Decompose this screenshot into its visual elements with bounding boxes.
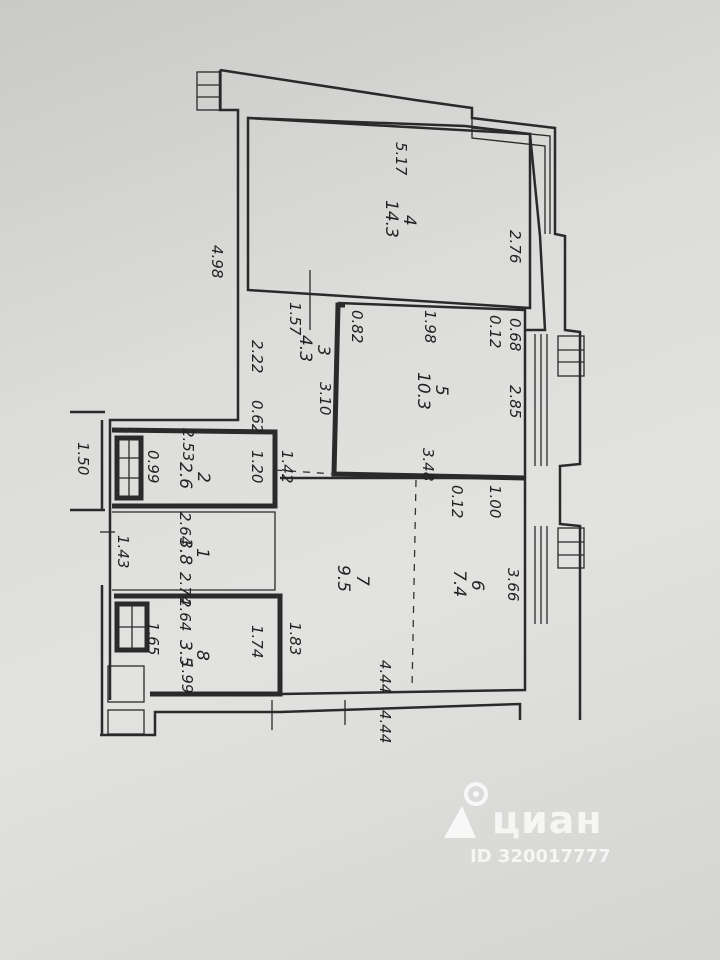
room-1-area: 3.8 — [175, 538, 195, 565]
dim-0-62: 0.62 — [248, 400, 266, 433]
room-5-number: 5 — [431, 385, 451, 396]
watermark-id: ID 320017777 — [470, 846, 611, 867]
watermark-brand: циан — [492, 798, 603, 842]
room-1-number: 1 — [192, 548, 212, 559]
dim-3-66: 3.66 — [504, 568, 522, 601]
room-2-area: 2.6 — [175, 462, 195, 489]
dim-5-17: 5.17 — [392, 142, 410, 176]
room-7-area: 9.5 — [333, 565, 353, 592]
outer-walls — [70, 68, 582, 737]
bath-fixtures — [107, 435, 150, 735]
cian-watermark: циан ID 320017777 — [440, 780, 670, 880]
dim-4-98: 4.98 — [208, 245, 226, 278]
dimension-ticks — [100, 270, 346, 730]
dim-0-82: 0.82 — [348, 310, 366, 343]
dim-1-50: 1.50 — [74, 442, 92, 475]
room-3-area: 4.3 — [295, 335, 315, 362]
room-3-7-divider — [274, 469, 336, 475]
dim-1-99: 1.99 — [178, 660, 196, 693]
room-4-area: 14.3 — [381, 200, 401, 238]
dim-1-74: 1.74 — [248, 625, 266, 658]
room-5-outline — [337, 301, 527, 478]
room-5-area: 10.3 — [413, 372, 433, 410]
dim-2-53: 2.53 — [179, 428, 197, 461]
dim-2-74: 2.74 — [176, 572, 194, 605]
dim-3-10: 3.10 — [316, 382, 334, 415]
dim-4-44-a: 4.44 — [376, 660, 394, 693]
cian-logo-icon — [444, 782, 488, 838]
dim-2-85: 2.85 — [506, 385, 524, 418]
dim-1-42: 1.42 — [278, 450, 296, 483]
room-6-area: 7.4 — [449, 570, 469, 597]
room-7-6-outline — [279, 476, 527, 696]
windows — [196, 71, 585, 624]
dim-1-65: 1.65 — [144, 622, 162, 655]
room-8-outline — [114, 593, 283, 697]
dim-0-12-a: 0.12 — [486, 315, 504, 348]
dim-2-64-a: 2.64 — [176, 512, 194, 545]
room-7-6-divider — [411, 479, 417, 691]
dim-2-22: 2.22 — [248, 340, 266, 373]
dim-1-83: 1.83 — [286, 622, 304, 655]
dim-1-20: 1.20 — [248, 450, 266, 483]
dim-4-44-b: 4.44 — [376, 710, 394, 743]
dim-1-57: 1.57 — [286, 302, 304, 336]
room-3-number: 3 — [313, 345, 333, 356]
dim-2-76: 2.76 — [506, 230, 524, 263]
dim-1-98: 1.98 — [421, 310, 439, 343]
dim-1-00: 1.00 — [486, 485, 504, 518]
room-2-outline — [111, 427, 278, 509]
dim-0-12-b: 0.12 — [448, 485, 466, 518]
dim-2-64-b: 2.64 — [176, 598, 194, 631]
room-4-number: 4 — [399, 215, 419, 226]
room-4-outline — [246, 116, 532, 310]
dim-0-68: 0.68 — [506, 318, 524, 351]
room-1-outline — [112, 511, 276, 591]
dim-3-48: 3.48 — [419, 448, 437, 481]
room-2-number: 2 — [193, 472, 213, 483]
room-8-number: 8 — [192, 650, 212, 661]
room-7-number: 7 — [352, 575, 372, 586]
dim-0-99: 0.99 — [144, 450, 162, 483]
room-6-number: 6 — [467, 580, 487, 591]
room-5-wall-left — [331, 302, 526, 481]
dim-1-43: 1.43 — [114, 535, 132, 568]
room-8-area: 3.5 — [175, 640, 195, 667]
